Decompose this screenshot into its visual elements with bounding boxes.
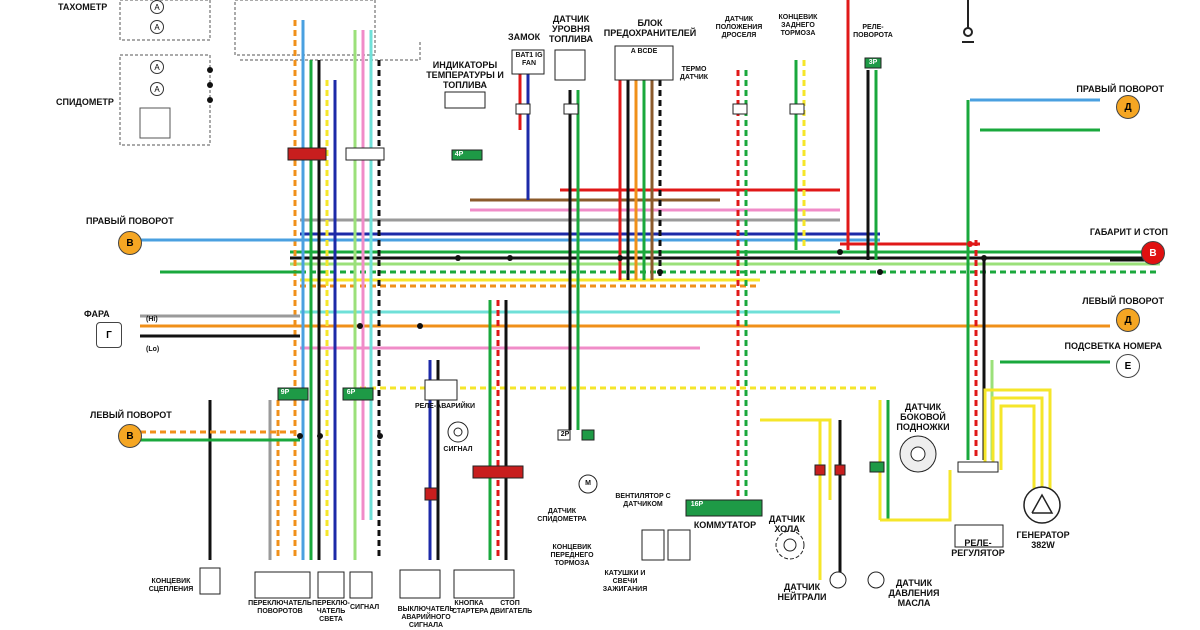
hazard-switch-label: ВЫКЛЮЧАТЕЛЬ АВАРИЙНОГО СИГНАЛА <box>397 606 455 629</box>
junction-dots <box>207 67 987 439</box>
left-turn-right-label: ЛЕВЫЙ ПОВОРОТ <box>1082 296 1164 306</box>
ignition-pins-label: BAT1 IG FAN <box>515 52 543 67</box>
component-boxes <box>199 45 1004 599</box>
speedometer-label: СПИДОМЕТР <box>56 97 114 107</box>
left-bulb-wires <box>140 238 300 442</box>
fan-label: ВЕНТИЛЯТОР С ДАТЧИКОМ <box>615 493 671 508</box>
speedo-gauge-a2: A <box>150 82 164 96</box>
right-front-turn-bulb: В <box>118 231 142 255</box>
fan-motor-symbol <box>578 474 598 494</box>
hi-label: (Hi) <box>146 316 158 323</box>
generator-wires <box>983 388 1052 490</box>
hazard-relay-label: РЕЛЕ-АВАРИЙКИ <box>414 403 476 410</box>
instrument-cluster <box>119 0 421 146</box>
connector-4p-label: 4P <box>454 151 464 158</box>
indicators-label: ИНДИКАТОРЫ ТЕМПЕРАТУРЫ И ТОПЛИВА <box>426 60 504 90</box>
connector-9p-label: 9P <box>280 389 290 396</box>
right-rear-turn-bulb: Д <box>1116 95 1140 119</box>
sidestand-symbol <box>899 435 937 473</box>
plate-light-bulb: Е <box>1116 354 1140 378</box>
right-bulb-wires <box>970 98 1150 364</box>
neutral-sensor-label: ДАТЧИК НЕЙТРАЛИ <box>777 582 827 602</box>
tach-gauge-a: A <box>150 0 164 14</box>
starter-button-label: КНОПКА СТАРТЕРА <box>452 600 489 615</box>
hall-sensor-wires <box>760 418 952 522</box>
left-front-turn-bulb: В <box>118 424 142 448</box>
motor-symbol-label: M <box>585 480 591 487</box>
tachometer-label: ТАХОМЕТР <box>58 2 108 12</box>
left-turn-left-label: ЛЕВЫЙ ПОВОРОТ <box>90 410 172 420</box>
turn-relay-label: РЕЛЕ- ПОВОРОТА <box>853 24 893 39</box>
generator-label: ГЕНЕРАТОР 382W <box>1016 530 1070 550</box>
hall-sensor-label: ДАТЧИК ХОЛА <box>768 514 806 534</box>
front-brake-switch-label: КОНЦЕВИК ПЕРЕДНЕГО ТОРМОЗА <box>550 544 594 567</box>
turn-switch-label: ПЕРЕКЛЮЧАТЕЛЬ ПОВОРОТОВ <box>248 600 312 615</box>
hall-gear-symbol <box>775 530 805 560</box>
tail-stop-label: ГАБАРИТ И СТОП <box>1089 227 1168 237</box>
oil-sensor-label: ДАТЧИК ДАВЛЕНИЯ МАСЛА <box>888 578 940 608</box>
ignition-label: ЗАМОК <box>508 32 541 42</box>
connector-2p-label: 2P <box>560 431 570 438</box>
rear-brake-switch-label: КОНЦЕВИК ЗАДНЕГО ТОРМОЗА <box>778 14 818 37</box>
headlight-label: ФАРА <box>84 309 110 319</box>
regulator-label: РЕЛЕ- РЕГУЛЯТОР <box>951 538 1005 558</box>
headlight-bulb: Г <box>96 322 122 348</box>
plate-light-label: ПОДСВЕТКА НОМЕРА <box>1064 341 1162 351</box>
vertical-wires <box>208 0 994 580</box>
tail-stop-bulb: В <box>1141 241 1165 265</box>
connector-6p-label: 6P <box>346 389 356 396</box>
fuse-box-label: БЛОК ПРЕДОХРАНИТЕЛЕЙ <box>603 18 697 38</box>
horn-label: СИГНАЛ <box>443 446 473 453</box>
sidestand-sensor-label: ДАТЧИК БОКОВОЙ ПОДНОЖКИ <box>896 402 950 432</box>
horn-button-label: СИГНАЛ <box>350 604 380 611</box>
right-turn-right-label: ПРАВЫЙ ПОВОРОТ <box>1076 84 1164 94</box>
kill-switch-label: СТОП ДВИГАТЕЛЬ <box>490 600 533 615</box>
ground-symbol <box>962 0 974 43</box>
lo-label: (Lo) <box>146 346 160 353</box>
commutator-label: КОММУТАТОР <box>693 520 757 530</box>
horn-symbol <box>447 421 469 443</box>
speedo-gauge-a: A <box>150 60 164 74</box>
left-rear-turn-bulb: Д <box>1116 308 1140 332</box>
generator-symbol <box>1023 486 1061 524</box>
tach-gauge-a2: A <box>150 20 164 34</box>
bottom-sensors <box>829 571 885 589</box>
fuel-sensor-label: ДАТЧИК УРОВНЯ ТОПЛИВА <box>548 14 594 44</box>
throttle-sensor-label: ДАТЧИК ПОЛОЖЕНИЯ ДРОСЕЛЯ <box>715 16 763 39</box>
thermo-sensor-label: ТЕРМО ДАТЧИК <box>679 66 709 81</box>
clutch-switch-label: КОНЦЕВИК СЦЕПЛЕНИЯ <box>148 578 194 593</box>
speed-sensor-label: ДАТЧИК СПИДОМЕТРА <box>537 508 587 523</box>
right-turn-left-label: ПРАВЫЙ ПОВОРОТ <box>86 216 174 226</box>
connector-3p-label: 3P <box>868 59 878 66</box>
main-harness <box>140 188 1160 390</box>
light-switch-label: ПЕРЕКЛЮ- ЧАТЕЛЬ СВЕТА <box>312 600 350 623</box>
fuse-letters-label: A BCDE <box>630 48 658 55</box>
coils-label: КАТУШКИ И СВЕЧИ ЗАЖИГАНИЯ <box>602 570 648 593</box>
connector-16p-label: 16P <box>690 501 704 508</box>
